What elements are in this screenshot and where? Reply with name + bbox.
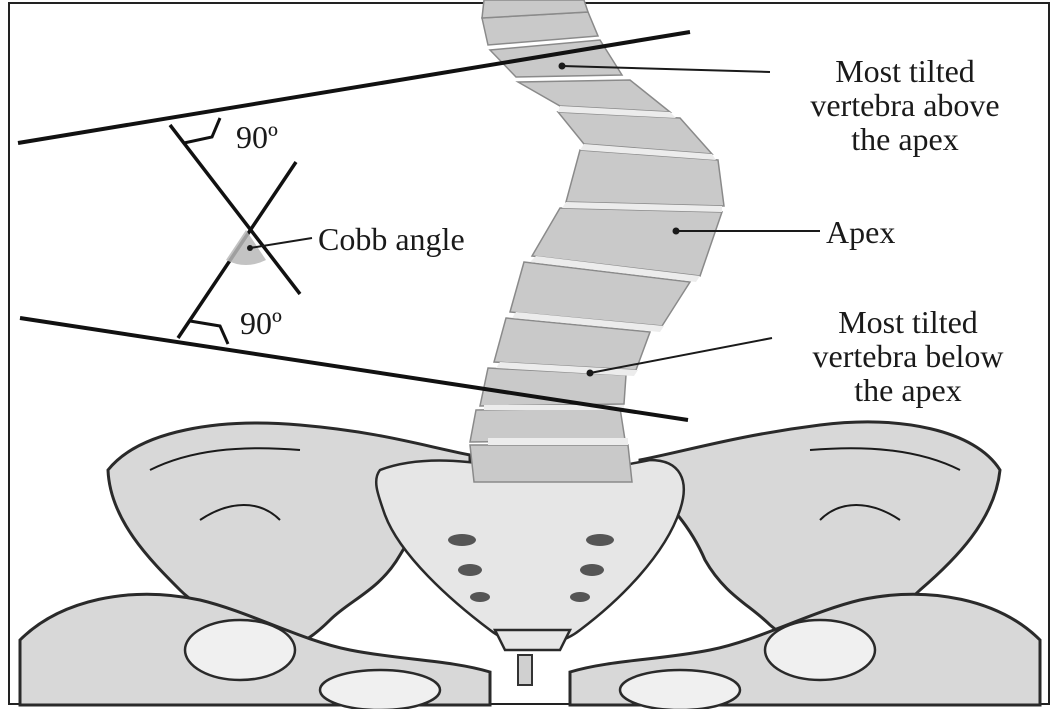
upper-perpendicular-line <box>170 125 300 294</box>
apex-label: Apex <box>826 214 895 250</box>
upper-vertebra-label-line2: vertebra above <box>810 87 999 123</box>
lumbar-vertebra-l4 <box>470 408 625 442</box>
vertebra-6 <box>558 112 712 154</box>
lower-right-angle-label: 90º <box>240 305 282 341</box>
lower-vertebra-label-line2: vertebra below <box>812 338 1003 374</box>
cobb-angle-wedge <box>226 230 266 265</box>
lower-vertebra-label-line1: Most tilted <box>838 304 978 340</box>
vertebra-5 <box>518 80 670 112</box>
upper-vertebra-label-line1: Most tilted <box>835 53 975 89</box>
upper-right-angle-marker <box>184 118 220 143</box>
upper-right-angle-label: 90º <box>236 119 278 155</box>
coccyx <box>495 630 570 650</box>
lower-right-angle-marker <box>190 321 228 344</box>
cobb-angle-label: Cobb angle <box>318 221 465 257</box>
lumbar-vertebra-l5 <box>470 445 632 482</box>
upper-vertebra-label-line3: the apex <box>851 121 959 157</box>
lower-vertebra-label-line3: the apex <box>854 372 962 408</box>
spine <box>470 0 724 482</box>
sacrum <box>376 460 684 645</box>
